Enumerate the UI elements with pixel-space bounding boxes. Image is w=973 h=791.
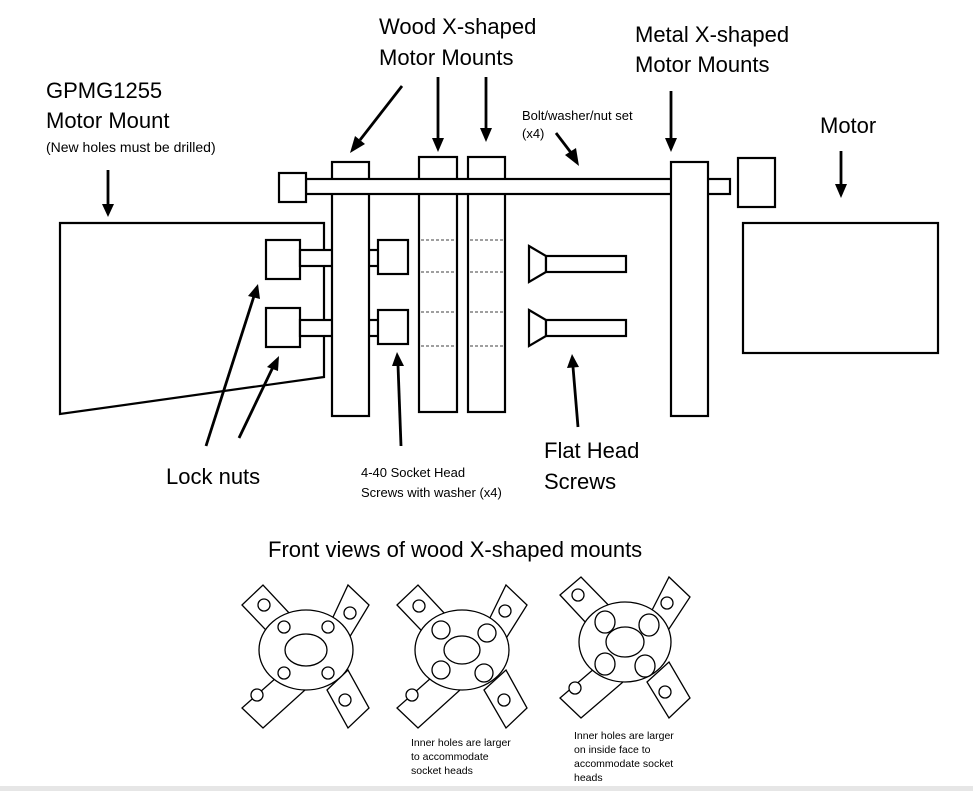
- label-gpmg-line2: Motor Mount: [46, 108, 170, 133]
- socket-screw-head-upper: [376, 238, 410, 276]
- wood-x-mount-2: [466, 155, 507, 414]
- side-view: [58, 155, 940, 418]
- arrow-lock-nut-2: [237, 366, 275, 439]
- pointer-arrows: [102, 77, 847, 447]
- arrow-flat-head: [571, 366, 580, 428]
- caption-view3-line1: Inner holes are larger: [574, 730, 674, 742]
- label-flat-line1: Flat Head: [544, 438, 639, 463]
- front-views-title: Front views of wood X-shaped mounts: [268, 537, 642, 562]
- lock-nut-lower: [264, 306, 302, 349]
- label-gpmg-line1: GPMG1255: [46, 78, 162, 103]
- label-motor: Motor: [820, 113, 876, 138]
- label-wood-line2: Motor Mounts: [379, 45, 514, 70]
- flat-head-screw-lower: [527, 308, 628, 348]
- arrow-socket-screws: [396, 364, 403, 447]
- front-view-large-inner-holes: [396, 583, 528, 730]
- long-bolt-head: [277, 171, 308, 204]
- bottom-edge-bar: [0, 786, 973, 791]
- arrow-lock-nut-1: [204, 295, 256, 447]
- arrow-wood-diagonal: [358, 85, 404, 141]
- metal-x-mount: [669, 160, 710, 418]
- caption-view3-line2: on inside face to: [574, 744, 651, 756]
- caption-view3-line3: accommodate socket: [574, 758, 673, 770]
- wood-x-mount-1: [417, 155, 459, 414]
- label-metal-line1: Metal X-shaped: [635, 22, 789, 47]
- flat-head-screw-upper: [527, 244, 628, 284]
- caption-view2-line2: to accommodate: [411, 751, 489, 763]
- caption-view2-line3: socket heads: [411, 765, 473, 777]
- label-socket-line1: 4-40 Socket Head: [361, 465, 465, 480]
- labels: GPMG1255 Motor Mount (New holes must be …: [46, 14, 876, 562]
- socket-screw-head-lower: [376, 308, 410, 346]
- long-bolt-shaft: [304, 177, 732, 196]
- caption-view3-line4: heads: [574, 772, 603, 784]
- arrow-gpmg-head: [102, 204, 114, 217]
- label-socket-line2: Screws with washer (x4): [361, 485, 502, 500]
- label-flat-line2: Screws: [544, 469, 616, 494]
- front-view-large-inside-face-holes: [559, 575, 691, 720]
- motor-body: [741, 221, 940, 355]
- caption-view2-line1: Inner holes are larger: [411, 737, 511, 749]
- label-bolt-line2: (x4): [522, 126, 544, 141]
- label-gpmg-note: (New holes must be drilled): [46, 139, 216, 155]
- front-views: Inner holes are larger to accommodate so…: [241, 575, 691, 784]
- front-view-standard: [241, 583, 370, 730]
- gpmg1255-motor-mount: [58, 221, 326, 416]
- label-lock-nuts: Lock nuts: [166, 464, 260, 489]
- arrow-bolt: [554, 132, 574, 155]
- label-metal-line2: Motor Mounts: [635, 52, 770, 77]
- bolt-end-nut: [736, 156, 777, 209]
- label-bolt-line1: Bolt/washer/nut set: [522, 108, 633, 123]
- spacer-plate: [330, 160, 371, 418]
- wood-mount-hidden-holes: [421, 239, 503, 347]
- arrow-wood-diagonal-head: [350, 136, 365, 153]
- lock-nut-upper: [264, 238, 302, 281]
- label-wood-line1: Wood X-shaped: [379, 14, 536, 39]
